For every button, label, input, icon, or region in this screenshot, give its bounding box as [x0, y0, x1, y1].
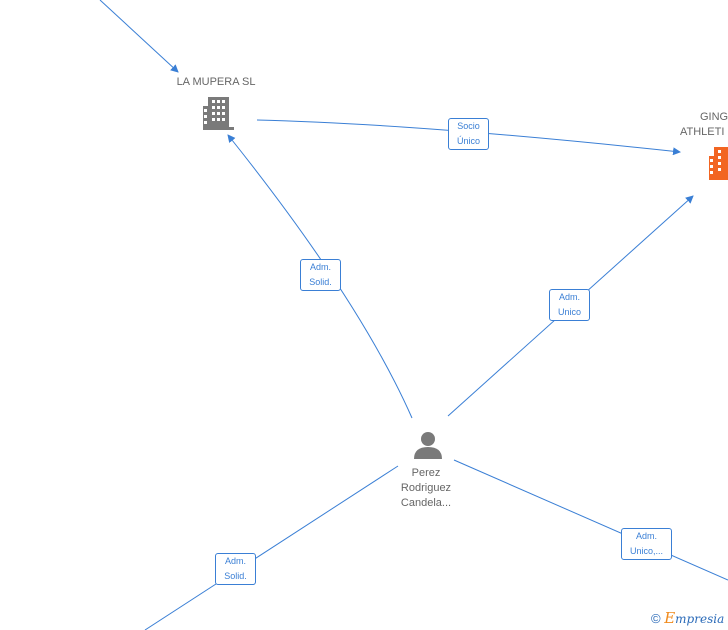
company-label-ging-athletic[interactable]: GING ATHLETI [678, 110, 728, 140]
edge-label-line: Adm. [309, 262, 331, 272]
building-icon[interactable] [709, 147, 728, 180]
person-label-line: Candela... [400, 497, 452, 509]
edge-label-line: Unico [557, 307, 581, 317]
person-icon[interactable] [414, 432, 442, 459]
building-icon[interactable] [203, 97, 234, 130]
brand-name: mpresia [675, 612, 725, 626]
edge-socio-unico [256, 119, 681, 156]
person-label-perez[interactable]: Perez Rodriguez Candela... [386, 466, 466, 511]
edge-label-line: Solid. [309, 277, 332, 287]
edge-label-line: Solid. [224, 571, 247, 581]
edge-label-line: Adm. [558, 292, 580, 302]
brand-initial: E [664, 609, 676, 627]
person-label-line: Rodriguez [400, 482, 452, 494]
edge-label-line: Adm. [224, 556, 246, 566]
company-label-line: GING [700, 111, 728, 123]
edge-label-line: Unico,... [629, 546, 663, 556]
edge-adm-unico-bottom [453, 459, 728, 581]
edge-label-line: Adm. [635, 531, 657, 541]
company-label-la-mupera[interactable]: LA MUPERA SL [176, 76, 256, 88]
edge-label-line: Único [456, 136, 480, 146]
edge-label-socio-unico[interactable]: Socio Único [448, 118, 489, 150]
edge-label-line: Socio [457, 121, 480, 131]
empresia-watermark: © Empresia [651, 609, 724, 627]
edge-label-adm-solid-top[interactable]: Adm. Solid. [300, 259, 341, 291]
copyright-symbol: © [651, 611, 661, 626]
edge-adm-solid-bottom [144, 465, 399, 630]
person-label-line: Perez [411, 467, 441, 479]
company-label-line: ATHLETI [680, 126, 725, 138]
edge-label-adm-solid-bottom[interactable]: Adm. Solid. [215, 553, 256, 585]
edge-label-adm-unico-bottom[interactable]: Adm. Unico,... [621, 528, 672, 560]
edge-label-adm-unico-right[interactable]: Adm. Unico [549, 289, 590, 321]
edge-offscreen-to-la-mupera [99, 0, 179, 73]
